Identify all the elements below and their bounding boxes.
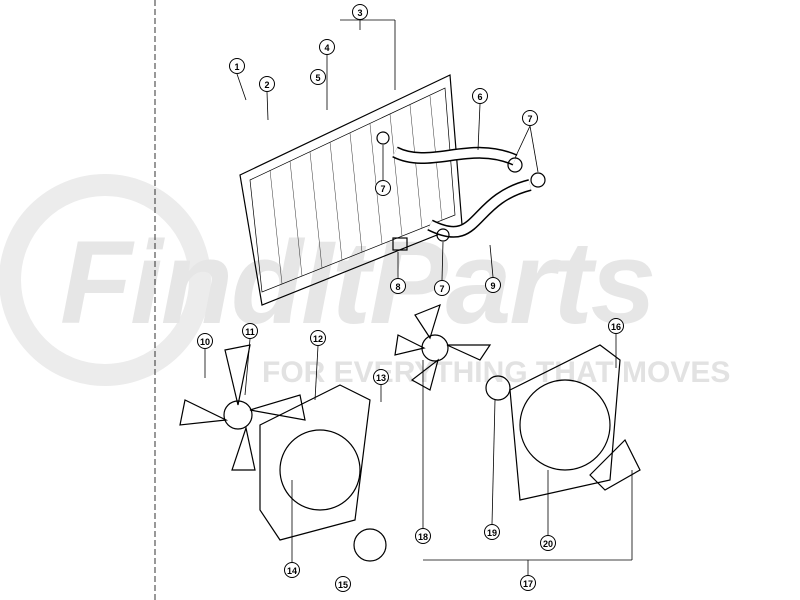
fan-shroud-left bbox=[259, 384, 371, 541]
callout-11: 11 bbox=[242, 323, 258, 339]
callout-15: 15 bbox=[335, 576, 351, 592]
callout-13: 13 bbox=[373, 369, 389, 385]
callout-3: 3 bbox=[352, 4, 368, 20]
callout-8: 8 bbox=[390, 278, 406, 294]
radiator bbox=[239, 74, 463, 306]
shroud-cover bbox=[589, 438, 641, 491]
callout-1: 1 bbox=[229, 58, 245, 74]
hose-clamp bbox=[376, 131, 390, 145]
callout-12: 12 bbox=[310, 330, 326, 346]
hose-clamp bbox=[530, 172, 546, 188]
fan-blade-left bbox=[179, 344, 306, 471]
watermark-brand: FindItParts bbox=[60, 217, 656, 349]
callout-4: 4 bbox=[319, 39, 335, 55]
callout-5: 5 bbox=[310, 69, 326, 85]
callout-10: 10 bbox=[197, 333, 213, 349]
fan-shroud-right bbox=[509, 344, 621, 501]
mount-bushing bbox=[392, 237, 408, 251]
callout-9: 9 bbox=[485, 277, 501, 293]
callout-7: 7 bbox=[434, 280, 450, 296]
fan-motor-left bbox=[353, 528, 387, 562]
shroud-opening bbox=[519, 379, 611, 471]
fan-blade-right bbox=[394, 303, 492, 391]
callout-18: 18 bbox=[415, 528, 431, 544]
watermark-tagline: FOR EVERYTHING THAT MOVES bbox=[262, 356, 731, 389]
callout-19: 19 bbox=[484, 524, 500, 540]
callout-7: 7 bbox=[375, 180, 391, 196]
callout-6: 6 bbox=[472, 88, 488, 104]
callout-17: 17 bbox=[520, 575, 536, 591]
callout-2: 2 bbox=[259, 76, 275, 92]
hose-clamp bbox=[507, 157, 523, 173]
callout-7: 7 bbox=[522, 110, 538, 126]
hose-clamp bbox=[436, 228, 450, 242]
leader-lines bbox=[204, 19, 633, 575]
callout-14: 14 bbox=[284, 562, 300, 578]
fan-motor-right bbox=[485, 375, 511, 401]
callout-16: 16 bbox=[608, 318, 624, 334]
shroud-opening bbox=[279, 429, 361, 511]
callout-20: 20 bbox=[540, 535, 556, 551]
